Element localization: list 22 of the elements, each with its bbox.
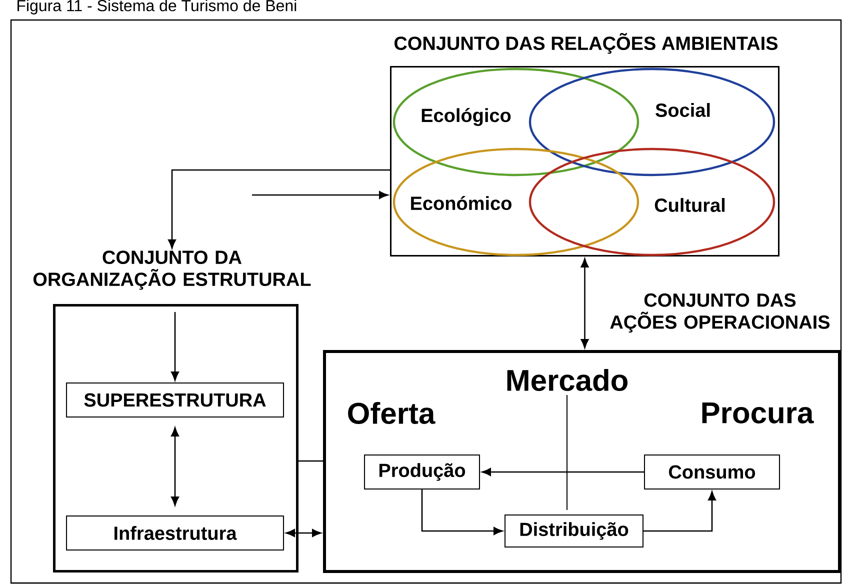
arrow: [168, 169, 390, 249]
market-heading: Procura: [702, 402, 814, 424]
market-heading: Oferta: [348, 402, 436, 424]
arrow: [421, 490, 503, 535]
arrow: [580, 258, 589, 348]
section-heading: CONJUNTO DAS AÇÕES OPERACIONAIS: [610, 293, 830, 333]
node-label: CONJUNTO DAS RELAÇÕES AMBIENTAIS: [394, 32, 778, 54]
process-box: Produção: [364, 454, 480, 490]
arrow: [286, 529, 322, 537]
arrow: [482, 468, 644, 476]
arrow: [252, 191, 388, 199]
arrow: [171, 427, 179, 506]
market-heading: Mercado: [507, 368, 628, 392]
process-box: Infraestrutura: [66, 516, 284, 550]
connector-line: [298, 460, 323, 462]
process-box: Distribuição: [504, 514, 644, 548]
arrow: [171, 312, 179, 381]
arrow: [644, 491, 716, 532]
process-box: SUPERESTRUTURA: [66, 382, 284, 418]
title: Figura 11 - Sistema de Turismo de Beni: [18, 0, 296, 14]
node-label: CONJUNTO DA ORGANIZAÇÃO ESTRUTURAL: [33, 250, 311, 290]
process-box: Consumo: [644, 454, 780, 490]
